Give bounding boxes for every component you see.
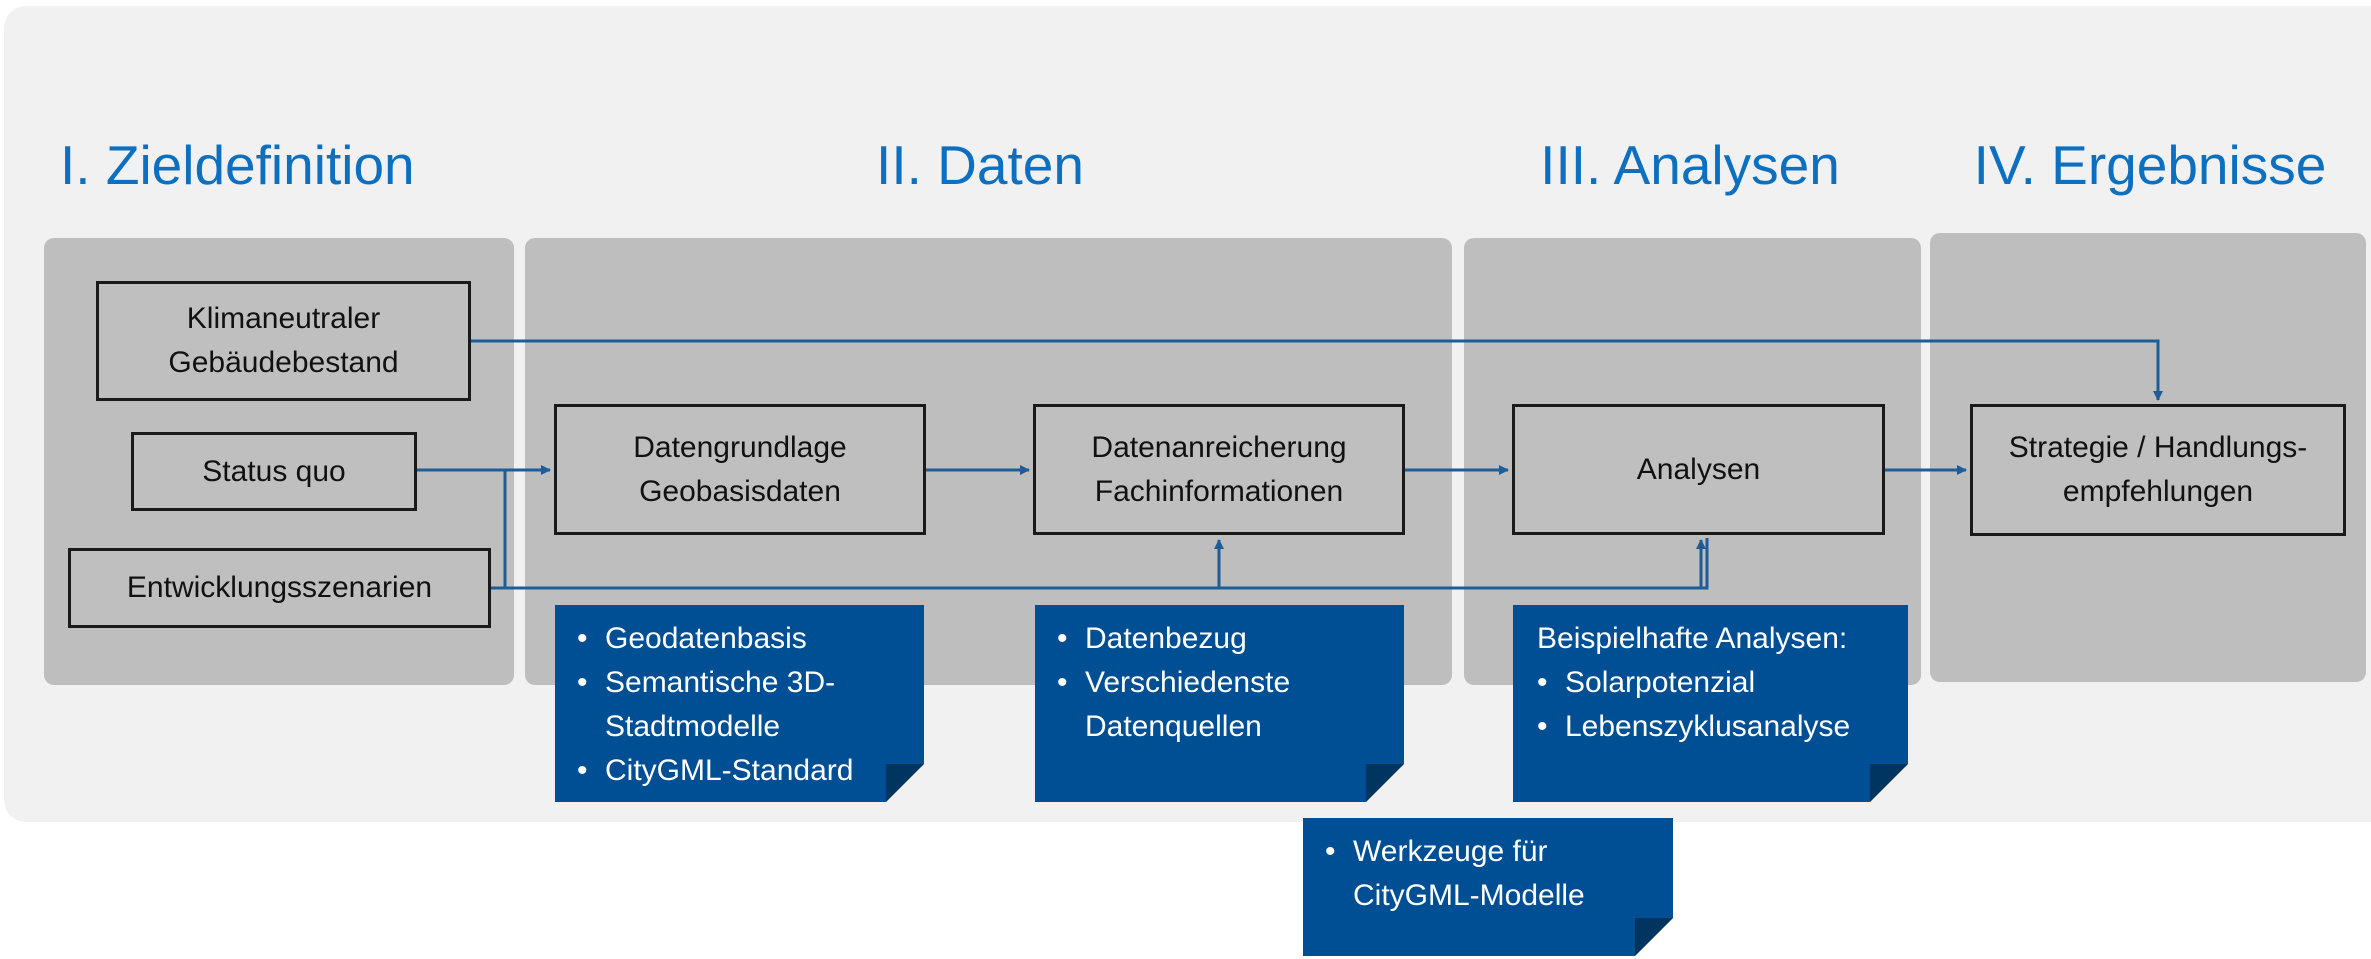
note-bullet: Semantische 3D-Stadtmodelle	[577, 661, 904, 749]
note-bullet: CityGML-Standard	[577, 749, 904, 793]
box-label-line: Geobasisdaten	[639, 474, 841, 508]
note-bullet: Solarpotenzial	[1537, 661, 1888, 705]
box-label-line: Status quo	[202, 454, 346, 488]
note-werkzeuge: Werkzeuge für CityGML-Modelle	[1303, 818, 1673, 956]
box-label-line: Entwicklungsszenarien	[126, 571, 433, 604]
box-label-line: Fachinformationen	[1094, 474, 1344, 508]
note-datenbezug: Datenbezug Verschiedenste Datenquellen	[1035, 605, 1404, 802]
box-label-line: Datenanreicherung	[1091, 430, 1347, 464]
note-beispielhafte-analysen: Beispielhafte Analysen: Solarpotenzial L…	[1513, 605, 1908, 802]
box-label-line: Gebäudebestand	[168, 346, 399, 379]
note-bullet: Verschiedenste Datenquellen	[1057, 661, 1315, 749]
note-bullet: Lebenszyklusanalyse	[1537, 705, 1888, 749]
box-label-line: Strategie / Handlungs-	[2008, 431, 2308, 464]
arrow-klimaneutral-to-strategie	[471, 339, 2163, 401]
note-bullet: Geodatenbasis	[577, 617, 904, 661]
note-bullet: Datenbezug	[1057, 617, 1384, 661]
note-intro: Beispielhafte Analysen:	[1537, 622, 1848, 655]
box-label-line: empfehlungen	[2062, 475, 2254, 508]
heading-ergebnisse: IV. Ergebnisse	[1973, 134, 2327, 196]
box-label-line: Klimaneutraler	[186, 302, 381, 335]
note-geodatenbasis: Geodatenbasis Semantische 3D-Stadtmodell…	[555, 605, 924, 802]
box-status-quo: Status quo	[131, 432, 417, 511]
box-label-line: Analysen	[1636, 452, 1761, 486]
box-label-line: Datengrundlage	[633, 430, 847, 464]
box-entwicklungsszenarien: Entwicklungsszenarien	[68, 548, 491, 628]
heading-daten: II. Daten	[876, 134, 1084, 196]
connector-branch	[503, 470, 1709, 590]
box-strategie: Strategie / Handlungs-empfehlungen	[1970, 404, 2346, 536]
note-bullet: Werkzeuge für CityGML-Modelle	[1325, 830, 1613, 918]
heading-zieldefinition: I. Zieldefinition	[60, 134, 415, 196]
box-analysen: Analysen	[1512, 404, 1885, 535]
heading-analysen: III. Analysen	[1540, 134, 1840, 196]
